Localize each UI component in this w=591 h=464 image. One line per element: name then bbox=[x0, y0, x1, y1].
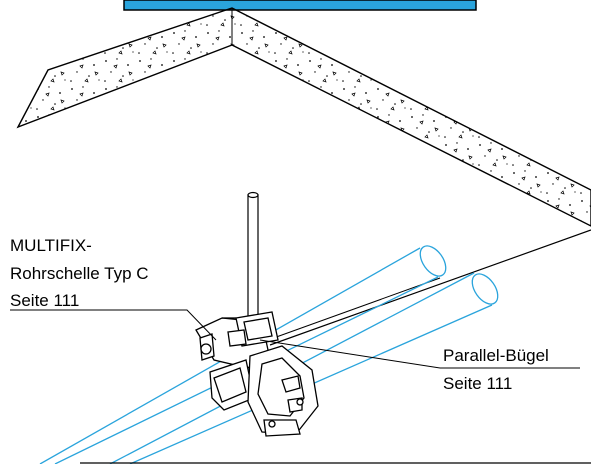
threaded-rod bbox=[247, 194, 259, 324]
concrete-slab bbox=[16, 7, 591, 227]
multifix-label-line2: Rohrschelle Typ C bbox=[10, 264, 149, 283]
multifix-leader bbox=[10, 309, 217, 341]
parallel-page-ref: Seite 111 bbox=[443, 374, 513, 393]
parallel-bracket bbox=[247, 345, 319, 437]
multifix-label-line1: MULTIFIX- bbox=[10, 236, 92, 255]
header-bar bbox=[123, 0, 477, 11]
parallel-label: Parallel-Bügel bbox=[443, 346, 549, 365]
parallel-leader bbox=[259, 339, 580, 369]
multifix-page-ref: Seite 111 bbox=[10, 291, 80, 310]
parallel-bracket-rod bbox=[269, 229, 591, 346]
